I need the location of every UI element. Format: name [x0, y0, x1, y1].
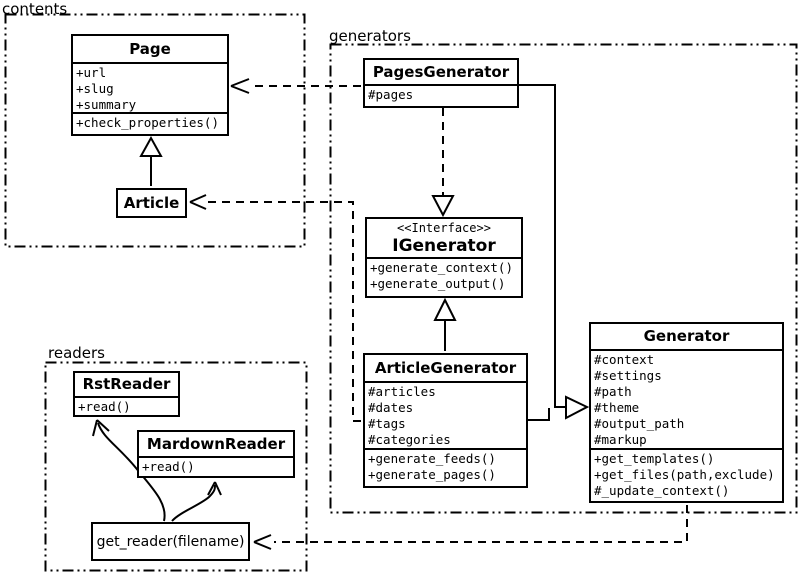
realization-arrow-icon	[431, 195, 455, 218]
generator-to-getreader-line	[274, 505, 688, 543]
interface-name: IGenerator	[392, 236, 496, 256]
methods-compartment: +check_properties()	[73, 112, 227, 136]
generalization-arrow-icon	[139, 135, 163, 157]
open-arrow-icon	[207, 481, 222, 496]
attributes-compartment: +url +slug +summary	[73, 62, 227, 112]
readers-package-label: readers	[48, 344, 105, 362]
attribute: #output_path	[594, 416, 685, 431]
articlegenerator-to-article-line	[208, 201, 361, 422]
class-igenerator: <<Interface>> IGenerator +generate_conte…	[365, 217, 523, 298]
contents-package-label: contents	[2, 0, 68, 18]
attribute: #categories	[368, 432, 451, 447]
attribute: #dates	[368, 400, 414, 415]
method: +generate_context()	[370, 260, 513, 275]
method: +generate_pages()	[368, 467, 496, 482]
method: #_update_context()	[594, 483, 730, 498]
attribute: +slug	[76, 81, 114, 96]
method: +check_properties()	[76, 115, 219, 130]
attributes-compartment: #context #settings #path #theme #output_…	[591, 349, 782, 448]
method: +read()	[78, 399, 131, 414]
method: +generate_output()	[370, 276, 506, 291]
class-title: MardownReader	[146, 435, 286, 453]
class-page: Page +url +slug +summary +check_properti…	[71, 34, 229, 136]
dependency-arrow-icon	[230, 78, 250, 94]
class-articlegenerator: ArticleGenerator #articles #dates #tags …	[363, 353, 528, 488]
attribute: #articles	[368, 384, 436, 399]
generalization-arrow-icon	[565, 395, 590, 420]
attributes-compartment: #pages	[365, 84, 517, 106]
methods-compartment: +get_templates() +get_files(path,exclude…	[591, 448, 782, 501]
class-title: <<Interface>> IGenerator	[367, 219, 521, 257]
methods-compartment: +generate_feeds() +generate_pages()	[365, 448, 526, 486]
method: +read()	[142, 459, 195, 474]
open-arrow-icon	[92, 419, 110, 437]
class-title: Generator	[643, 327, 730, 345]
class-title: RstReader	[82, 375, 171, 393]
attribute: #theme	[594, 400, 640, 415]
attribute: +url	[76, 65, 107, 80]
function-get-reader: get_reader(filename)	[91, 522, 250, 561]
dependency-arrow-icon	[189, 194, 207, 210]
class-title: ArticleGenerator	[374, 359, 517, 377]
dependency-arrow-icon	[253, 534, 272, 550]
method: +get_templates()	[594, 451, 715, 466]
class-pagesgenerator: PagesGenerator #pages	[363, 58, 519, 108]
attribute: #tags	[368, 416, 406, 431]
attribute: #path	[594, 384, 632, 399]
attribute: #context	[594, 352, 655, 367]
attribute: #markup	[594, 432, 647, 447]
attribute: #settings	[594, 368, 662, 383]
attributes-compartment: #articles #dates #tags #categories	[365, 381, 526, 448]
methods-compartment: +generate_context() +generate_output()	[367, 257, 521, 296]
methods-compartment: +read()	[139, 456, 293, 476]
generators-package-label: generators	[329, 27, 411, 45]
class-mardownreader: MardownReader +read()	[137, 430, 295, 478]
class-rstreader: RstReader +read()	[73, 371, 180, 417]
method: +generate_feeds()	[368, 451, 496, 466]
class-article: Article	[116, 188, 187, 218]
class-title: Page	[129, 40, 171, 58]
class-generator: Generator #context #settings #path #them…	[589, 322, 784, 503]
method: +get_files(path,exclude)	[594, 467, 775, 482]
class-title: Article	[123, 194, 180, 212]
class-title: PagesGenerator	[372, 63, 510, 81]
generalization-arrow-icon	[433, 297, 457, 321]
getreader-to-mardownreader-curve	[171, 484, 216, 522]
attribute: #pages	[368, 87, 414, 102]
articlegenerator-to-generator-line	[528, 408, 550, 421]
attribute: +summary	[76, 97, 137, 112]
methods-compartment: +read()	[75, 396, 178, 415]
stereotype-label: <<Interface>>	[397, 221, 491, 235]
function-label: get_reader(filename)	[96, 533, 245, 550]
